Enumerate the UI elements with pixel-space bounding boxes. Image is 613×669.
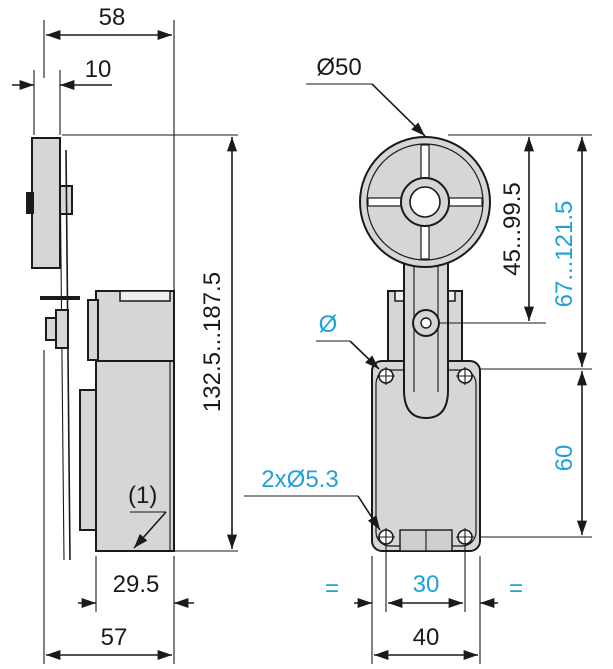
mount-hole-bottom-left xyxy=(377,528,395,546)
dim-30-label: 30 xyxy=(413,571,440,598)
roller-hub xyxy=(26,192,34,214)
head-cap xyxy=(119,290,171,302)
dim-60-label: 60 xyxy=(551,445,578,472)
dim-head-label: 67...121.5 xyxy=(551,201,578,308)
shaft-bore xyxy=(420,317,432,329)
dim-29-label: 29.5 xyxy=(113,571,160,598)
side-body xyxy=(95,360,175,552)
dim-shaft-diameter-label: Ø xyxy=(319,311,338,338)
head-shaft-boss xyxy=(87,299,99,361)
note-leader xyxy=(133,511,167,549)
dim-diameter-50-label: Ø50 xyxy=(316,54,361,81)
side-head xyxy=(95,290,175,362)
lever-arm-edge xyxy=(65,149,71,561)
dim-10-label: 10 xyxy=(85,56,112,83)
dim-58-label: 58 xyxy=(99,4,126,31)
shaft-d-leader xyxy=(349,340,380,370)
side-roller xyxy=(31,137,61,269)
roller-rim xyxy=(366,143,484,261)
shaft-collar xyxy=(55,309,69,349)
mount-hole-top-left xyxy=(377,367,395,385)
mount-hole-bottom-right xyxy=(456,528,474,546)
dim-equal-left: = xyxy=(325,575,339,602)
dim-height-label: 132.5...187.5 xyxy=(199,272,226,412)
dim-equal-right: = xyxy=(509,575,523,602)
lever-arm-edge-2 xyxy=(59,159,65,561)
dim-mount-holes-label: 2xØ5.3 xyxy=(261,466,338,493)
shaft-nut xyxy=(45,317,57,341)
dim-lever-label: 45...99.5 xyxy=(499,182,526,275)
dim-40-label: 40 xyxy=(413,624,440,651)
holes-leader xyxy=(357,495,381,531)
d50-leader xyxy=(371,83,426,137)
side-view: 58 10 132.5...187.5 (1) 29.5 57 xyxy=(12,4,238,664)
dim-57-label: 57 xyxy=(101,624,128,651)
roller-axle-hole xyxy=(409,186,441,218)
side-conduit-entry xyxy=(79,389,97,531)
bracket-plate xyxy=(40,296,80,300)
front-view: Ø50 45...99.5 67...121.5 60 Ø 2xØ5.3 xyxy=(244,54,592,664)
note-ref-label: (1) xyxy=(128,482,157,509)
mount-hole-top-right xyxy=(456,367,474,385)
